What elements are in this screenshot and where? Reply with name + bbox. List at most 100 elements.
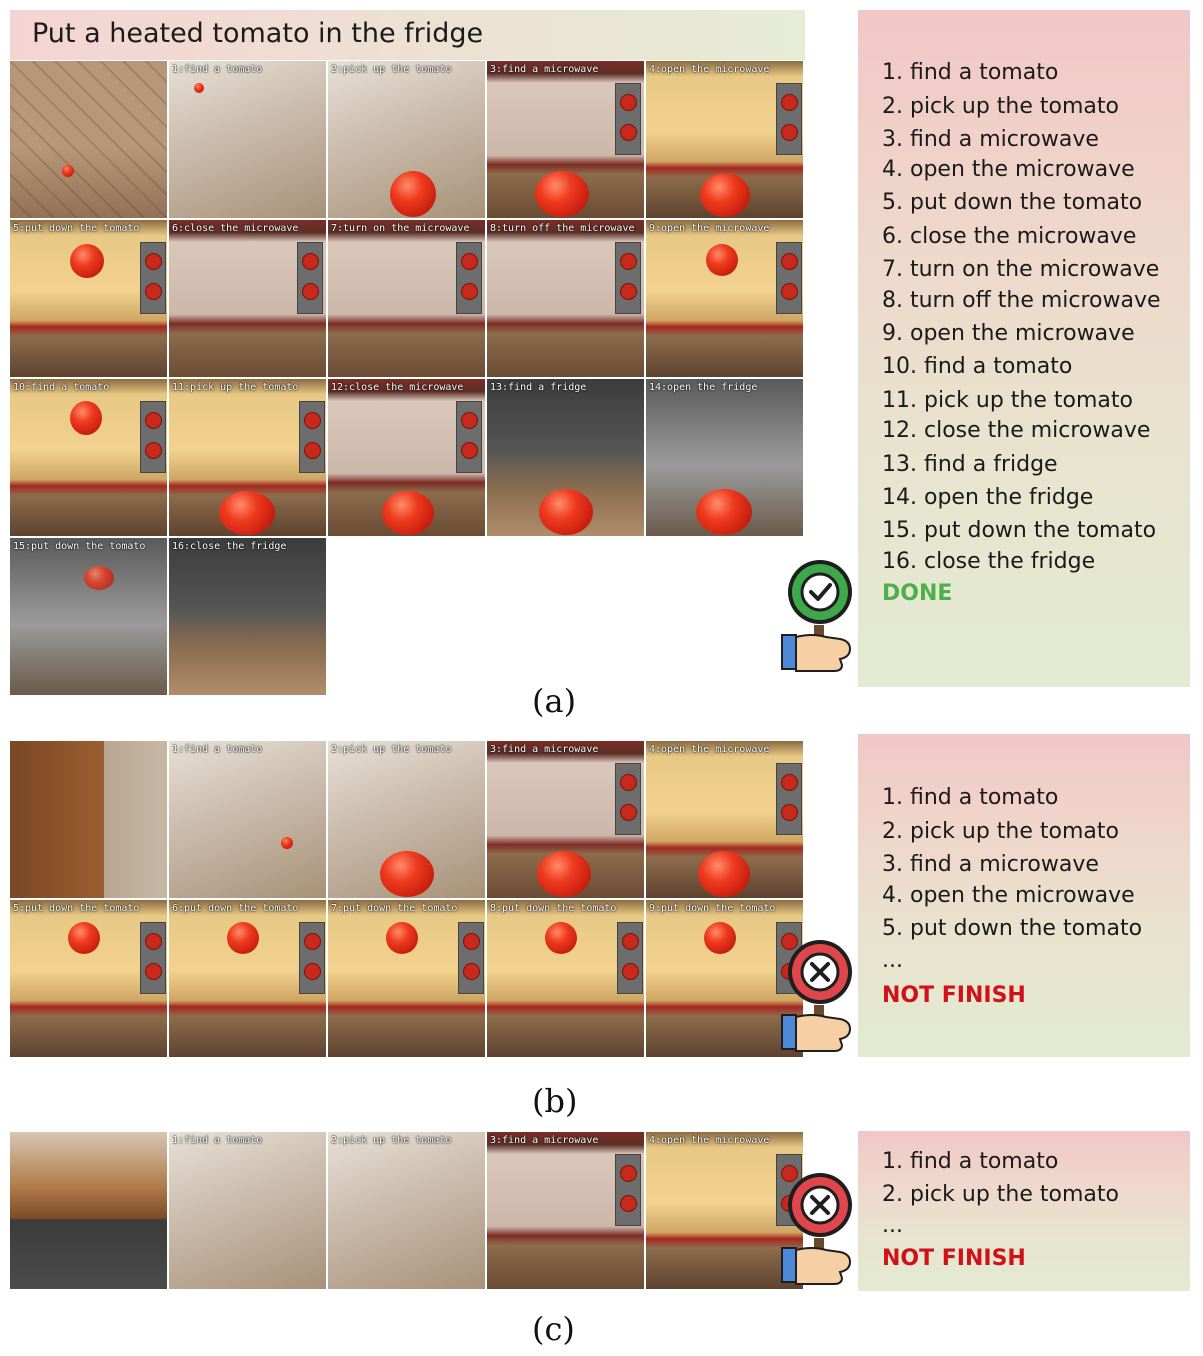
tomato-icon: [84, 566, 114, 590]
task-title-bar: Put a heated tomato in the fridge: [10, 10, 805, 60]
frame-image: 2:pick up the tomato: [328, 741, 485, 898]
frame-label: 11:pick up the tomato: [172, 382, 299, 393]
caption-b: (b): [532, 1082, 578, 1120]
frame-label: 13:find a fridge: [490, 382, 587, 393]
frame-image: 2:pick up the tomato: [328, 61, 485, 218]
frame-image: 5:put down the tomato: [10, 220, 167, 377]
frame-label: 1:find a tomato: [172, 744, 263, 755]
tomato-icon: [194, 83, 204, 93]
tomato-icon: [535, 171, 589, 217]
microwave-controls: [776, 242, 802, 314]
microwave-controls: [456, 242, 482, 314]
microwave-controls: [297, 242, 323, 314]
task-title: Put a heated tomato in the fridge: [32, 18, 484, 49]
tomato-icon: [545, 922, 577, 954]
step-item: 5. put down the tomato: [882, 190, 1143, 215]
step-item: 2. pick up the tomato: [882, 94, 1119, 119]
step-item: 1. find a tomato: [882, 1149, 1059, 1174]
frame-image: 9:open the microwave: [646, 220, 803, 377]
frame-label: 10:find a tomato: [13, 382, 110, 393]
step-item: 3. find a microwave: [882, 127, 1099, 152]
frame-image: 14:open the fridge: [646, 379, 803, 536]
frame-image: 11:pick up the tomato: [169, 379, 326, 536]
step-item: 7. turn on the microwave: [882, 257, 1160, 282]
microwave-controls: [140, 242, 166, 314]
frame-label: 12:close the microwave: [331, 382, 464, 393]
microwave-controls: [140, 401, 166, 473]
step-item: 3. find a microwave: [882, 852, 1099, 877]
frame-label: 2:pick up the tomato: [331, 744, 452, 755]
frame-label: 4:open the microwave: [649, 64, 770, 75]
tomato-icon: [537, 851, 591, 897]
frame-image: 1:find a tomato: [169, 61, 326, 218]
frame-image: 4:open the microwave: [646, 61, 803, 218]
step-item: 13. find a fridge: [882, 452, 1058, 477]
frame-label: 6:put down the tomato: [172, 903, 299, 914]
tomato-icon: [62, 165, 74, 177]
tomato-icon: [706, 244, 738, 276]
frame-label: 4:open the microwave: [649, 1135, 770, 1146]
step-item: 8. turn off the microwave: [882, 288, 1161, 313]
microwave-controls: [615, 242, 641, 314]
check-icon: [809, 583, 832, 601]
caption-a: (a): [532, 682, 577, 720]
rejection-badge: [781, 940, 852, 1052]
step-item: 15. put down the tomato: [882, 518, 1157, 543]
frame-label: 7:turn on the microwave: [331, 223, 470, 234]
frame-label: 5:put down the tomato: [13, 903, 140, 914]
tomato-icon: [68, 922, 100, 954]
frame-image: [10, 61, 167, 218]
frame-label: 2:pick up the tomato: [331, 64, 452, 75]
frame-image: 4:open the microwave: [646, 1132, 803, 1289]
tomato-icon: [281, 837, 293, 849]
step-item: 5. put down the tomato: [882, 916, 1143, 941]
tomato-icon: [539, 489, 593, 535]
step-item: 2. pick up the tomato: [882, 1182, 1119, 1207]
step-item: 12. close the microwave: [882, 418, 1151, 443]
step-item: 4. open the microwave: [882, 157, 1135, 182]
step-item: 4. open the microwave: [882, 883, 1135, 908]
frame-image: 16:close the fridge: [169, 538, 326, 695]
tomato-icon: [700, 173, 750, 217]
frame-label: 2:pick up the tomato: [331, 1135, 452, 1146]
panel-c-steps: 1. find a tomato 2. pick up the tomato .…: [858, 1131, 1190, 1291]
tomato-icon: [704, 922, 736, 954]
status-not-finish: NOT FINISH: [882, 1246, 1026, 1271]
step-item: 9. open the microwave: [882, 321, 1135, 346]
microwave-controls: [299, 922, 325, 994]
frame-image: [10, 1132, 167, 1289]
step-item: 6. close the microwave: [882, 224, 1137, 249]
status-done: DONE: [882, 581, 953, 606]
frame-label: 9:open the microwave: [649, 223, 770, 234]
step-item: 10. find a tomato: [882, 354, 1073, 379]
frame-image: 7:turn on the microwave: [328, 220, 485, 377]
microwave-controls: [615, 1154, 641, 1226]
step-item: 14. open the fridge: [882, 485, 1094, 510]
step-ellipsis: ...: [882, 948, 903, 973]
frame-image: 3:find a microwave: [487, 741, 644, 898]
tomato-icon: [390, 171, 436, 217]
frame-label: 1:find a tomato: [172, 1135, 263, 1146]
panel-a-steps: 1. find a tomato 2. pick up the tomato 3…: [858, 10, 1190, 687]
frame-image: 5:put down the tomato: [10, 900, 167, 1057]
step-ellipsis: ...: [882, 1213, 903, 1238]
caption-c: (c): [532, 1310, 575, 1348]
tomato-icon: [380, 851, 434, 897]
frame-label: 14:open the fridge: [649, 382, 758, 393]
frame-image: 2:pick up the tomato: [328, 1132, 485, 1289]
frame-label: 7:put down the tomato: [331, 903, 458, 914]
microwave-controls: [299, 401, 325, 473]
tomato-icon: [382, 491, 434, 535]
tomato-icon: [70, 244, 104, 278]
frame-label: 15:put down the tomato: [13, 541, 146, 552]
frame-image: 8:turn off the microwave: [487, 220, 644, 377]
frame-label: 3:find a microwave: [490, 1135, 599, 1146]
status-not-finish: NOT FINISH: [882, 983, 1026, 1008]
cross-icon: [810, 1195, 830, 1215]
microwave-controls: [617, 922, 643, 994]
frame-label: 3:find a microwave: [490, 744, 599, 755]
frame-label: 3:find a microwave: [490, 64, 599, 75]
panel-b-steps: 1. find a tomato 2. pick up the tomato 3…: [858, 734, 1190, 1057]
microwave-controls: [140, 922, 166, 994]
frame-image: 3:find a microwave: [487, 1132, 644, 1289]
